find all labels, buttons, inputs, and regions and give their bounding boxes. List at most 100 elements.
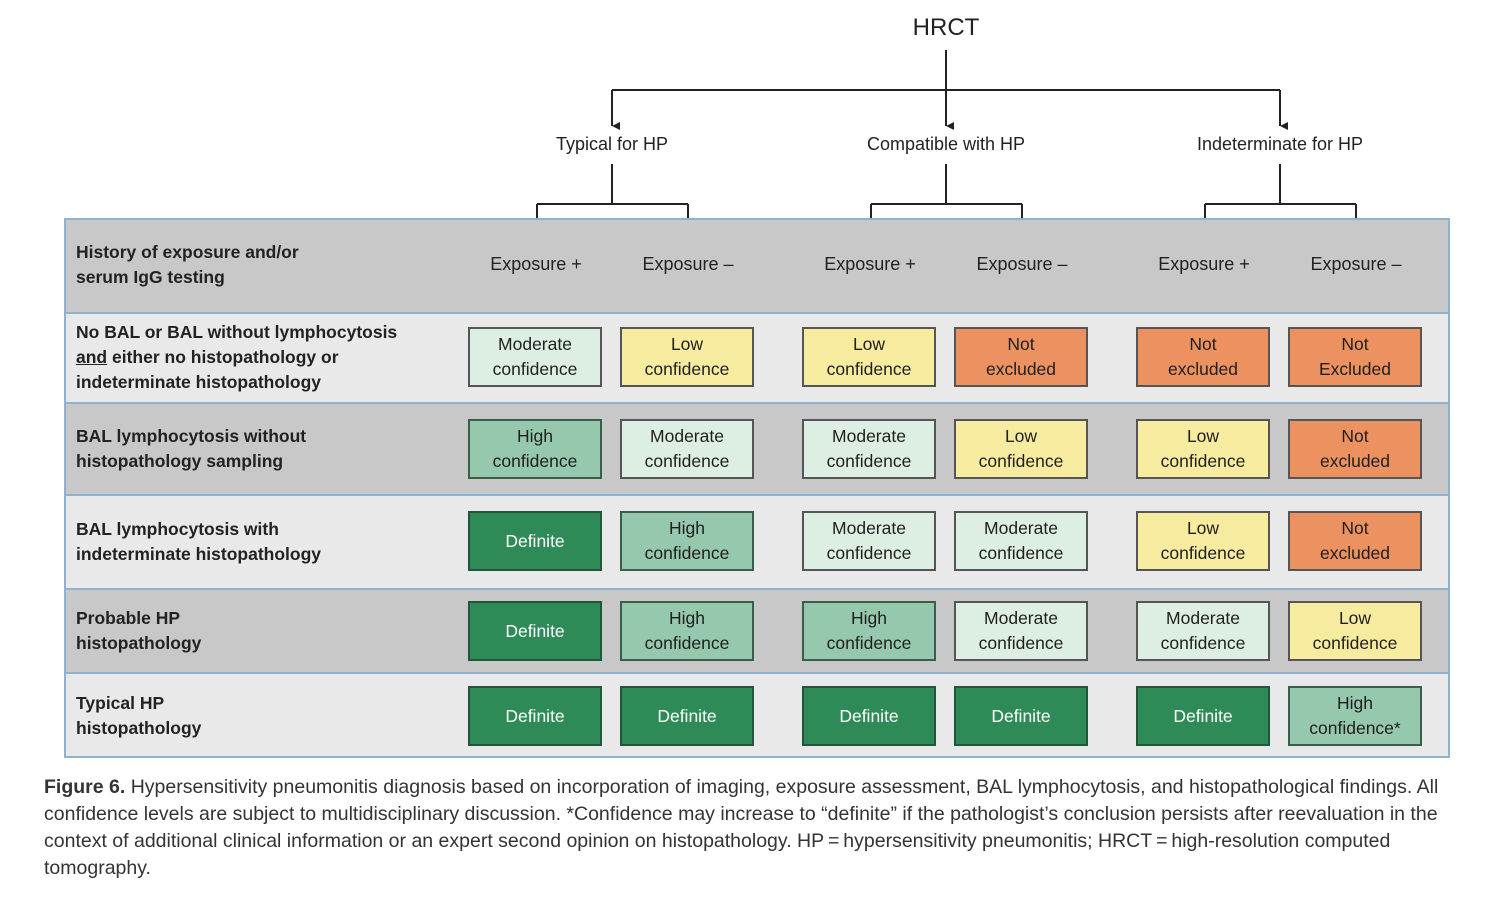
cell-line2: confidence xyxy=(826,451,912,471)
confidence-cell: Moderate confidence xyxy=(468,327,602,387)
confidence-cell: Low confidence xyxy=(954,419,1088,479)
row-divider xyxy=(66,494,1449,496)
cell-line1: Moderate xyxy=(832,518,906,538)
cell-line2: excluded xyxy=(985,359,1057,379)
row-label-line: and either no histopathology or xyxy=(76,345,456,370)
confidence-cell: Low confidence xyxy=(620,327,754,387)
cell-line1: Moderate xyxy=(498,334,572,354)
confidence-cell: Low confidence xyxy=(802,327,936,387)
cell-line1: Definite xyxy=(839,705,899,726)
confidence-cell: Definite xyxy=(620,686,754,746)
cell-line1: Moderate xyxy=(984,518,1058,538)
cell-line1: Definite xyxy=(991,705,1051,726)
cell-line2: confidence xyxy=(978,633,1064,653)
confidence-cell: Definite xyxy=(802,686,936,746)
cell-line1: Moderate xyxy=(650,426,724,446)
table-frame xyxy=(64,218,1450,758)
cell-line1: High xyxy=(669,518,705,538)
confidence-cell: Moderate confidence xyxy=(802,419,936,479)
row-label-line: indeterminate histopathology xyxy=(76,544,322,564)
cell-line2: confidence xyxy=(644,359,730,379)
cell-line1: Low xyxy=(852,334,886,354)
cell-line1: Low xyxy=(1338,608,1372,628)
header-row-label-line: serum IgG testing xyxy=(76,267,225,287)
cell-line1: Low xyxy=(670,334,704,354)
cell-line1: Definite xyxy=(1173,705,1233,726)
confidence-cell: High confidence xyxy=(802,601,936,661)
row-divider xyxy=(66,402,1449,404)
cell-line2: confidence xyxy=(492,359,578,379)
exposure-positive-label: Exposure + xyxy=(824,254,916,274)
confidence-cell: Not excluded xyxy=(1288,419,1422,479)
row-label-line: indeterminate histopathology xyxy=(76,372,322,392)
confidence-cell: High confidence* xyxy=(1288,686,1422,746)
exposure-positive-label: Exposure + xyxy=(1158,254,1250,274)
cell-line2: confidence xyxy=(1160,543,1246,563)
row-label-line: BAL lymphocytosis with xyxy=(76,519,279,539)
exposure-positive-label: Exposure + xyxy=(490,254,582,274)
cell-line1: Moderate xyxy=(1166,608,1240,628)
row-label-line-rest: either no histopathology or xyxy=(112,347,339,367)
row-label-bal-lymphocytosis-indeterminate-histopathology: BAL lymphocytosis with indeterminate his… xyxy=(76,517,456,567)
cell-line2: confidence xyxy=(826,359,912,379)
row-divider xyxy=(66,588,1449,590)
decision-tree-connectors xyxy=(536,50,1364,244)
confidence-cell: Moderate confidence xyxy=(954,601,1088,661)
confidence-cell: Low confidence xyxy=(1136,419,1270,479)
cell-line1: High xyxy=(851,608,887,628)
figure-label: Figure 6. xyxy=(44,776,126,798)
row-label-line: BAL lymphocytosis without xyxy=(76,426,307,446)
row-label-line: histopathology xyxy=(76,718,202,738)
cell-line2: confidence xyxy=(644,633,730,653)
cell-line2: Excluded xyxy=(1319,359,1391,379)
cell-line2: confidence xyxy=(826,633,912,653)
confidence-cell: Definite xyxy=(468,511,602,571)
cell-line1: Definite xyxy=(505,530,565,551)
confidence-cell: Definite xyxy=(468,686,602,746)
cell-line1: Low xyxy=(1004,426,1038,446)
cell-line1: Low xyxy=(1186,426,1220,446)
header-row-label: History of exposure and/or serum IgG tes… xyxy=(76,240,456,290)
cell-line2: confidence xyxy=(978,451,1064,471)
row-divider xyxy=(66,312,1449,314)
cell-line1: Not xyxy=(1341,426,1369,446)
cell-line1: Not xyxy=(1189,334,1217,354)
cell-line2: confidence xyxy=(1160,451,1246,471)
exposure-negative-label: Exposure – xyxy=(1310,254,1402,274)
figure-caption: Figure 6. Hypersensitivity pneumonitis d… xyxy=(44,774,1474,882)
confidence-cell: Definite xyxy=(954,686,1088,746)
branch-indeterminate-for-hp: Indeterminate for HP xyxy=(1196,134,1364,154)
cell-line2: excluded xyxy=(1319,543,1391,563)
header-row-label-line: History of exposure and/or xyxy=(76,242,299,262)
confidence-cell: Moderate confidence xyxy=(802,511,936,571)
confidence-cell: Definite xyxy=(1136,686,1270,746)
cell-line1: Not xyxy=(1007,334,1035,354)
cell-line2: confidence* xyxy=(1309,718,1401,738)
cell-line1: High xyxy=(1337,693,1373,713)
exposure-negative-label: Exposure – xyxy=(976,254,1068,274)
row-label-line: Probable HP xyxy=(76,608,181,628)
cell-line2: excluded xyxy=(1319,451,1391,471)
cell-line1: Definite xyxy=(505,705,565,726)
confidence-cell: Moderate confidence xyxy=(620,419,754,479)
cell-line2: confidence xyxy=(644,543,730,563)
cell-line1: Moderate xyxy=(832,426,906,446)
row-label-no-bal: No BAL or BAL without lymphocytosis and … xyxy=(76,320,456,395)
cell-line1: Definite xyxy=(505,620,565,641)
cell-line2: confidence xyxy=(644,451,730,471)
cell-line1: Moderate xyxy=(984,608,1058,628)
cell-line1: Definite xyxy=(657,705,717,726)
cell-line2: confidence xyxy=(492,451,578,471)
root-node-hrct: HRCT xyxy=(912,14,980,41)
row-label-line: histopathology xyxy=(76,633,202,653)
row-label-typical-hp-histopathology: Typical HP histopathology xyxy=(76,691,456,741)
cell-line2: confidence xyxy=(826,543,912,563)
